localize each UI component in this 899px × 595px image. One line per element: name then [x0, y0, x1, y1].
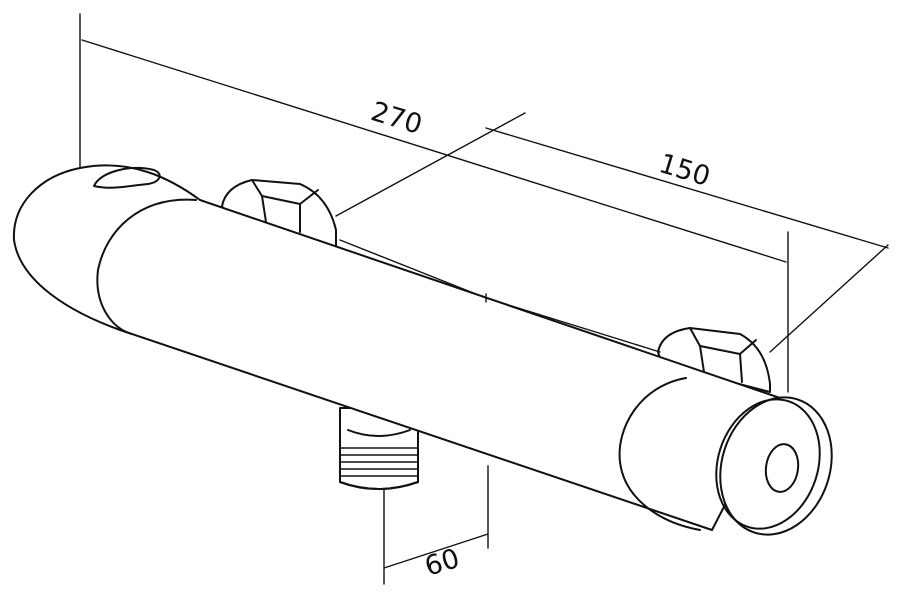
inlet-nut-left	[221, 179, 337, 249]
bottom-outlet	[339, 407, 419, 490]
body-barrel	[12, 164, 781, 531]
dimension-label-150: 150	[655, 148, 713, 193]
left-cap-slot	[93, 166, 161, 189]
dimension-label-270: 270	[367, 96, 425, 141]
dimension-line-270	[81, 39, 787, 263]
extension-line-inlet-right	[769, 244, 889, 353]
dimension-line-150	[485, 127, 889, 249]
dimension-line-60	[383, 533, 489, 569]
mixer-body	[12, 164, 833, 536]
inlet-nut-right	[657, 327, 771, 393]
dimension-label-60: 60	[421, 543, 463, 583]
cap-sleeve-joint	[96, 198, 197, 335]
temperature-control-hole	[764, 443, 800, 493]
dimension-outlet-offset: 60	[383, 465, 489, 585]
right-end-cap	[618, 377, 833, 536]
